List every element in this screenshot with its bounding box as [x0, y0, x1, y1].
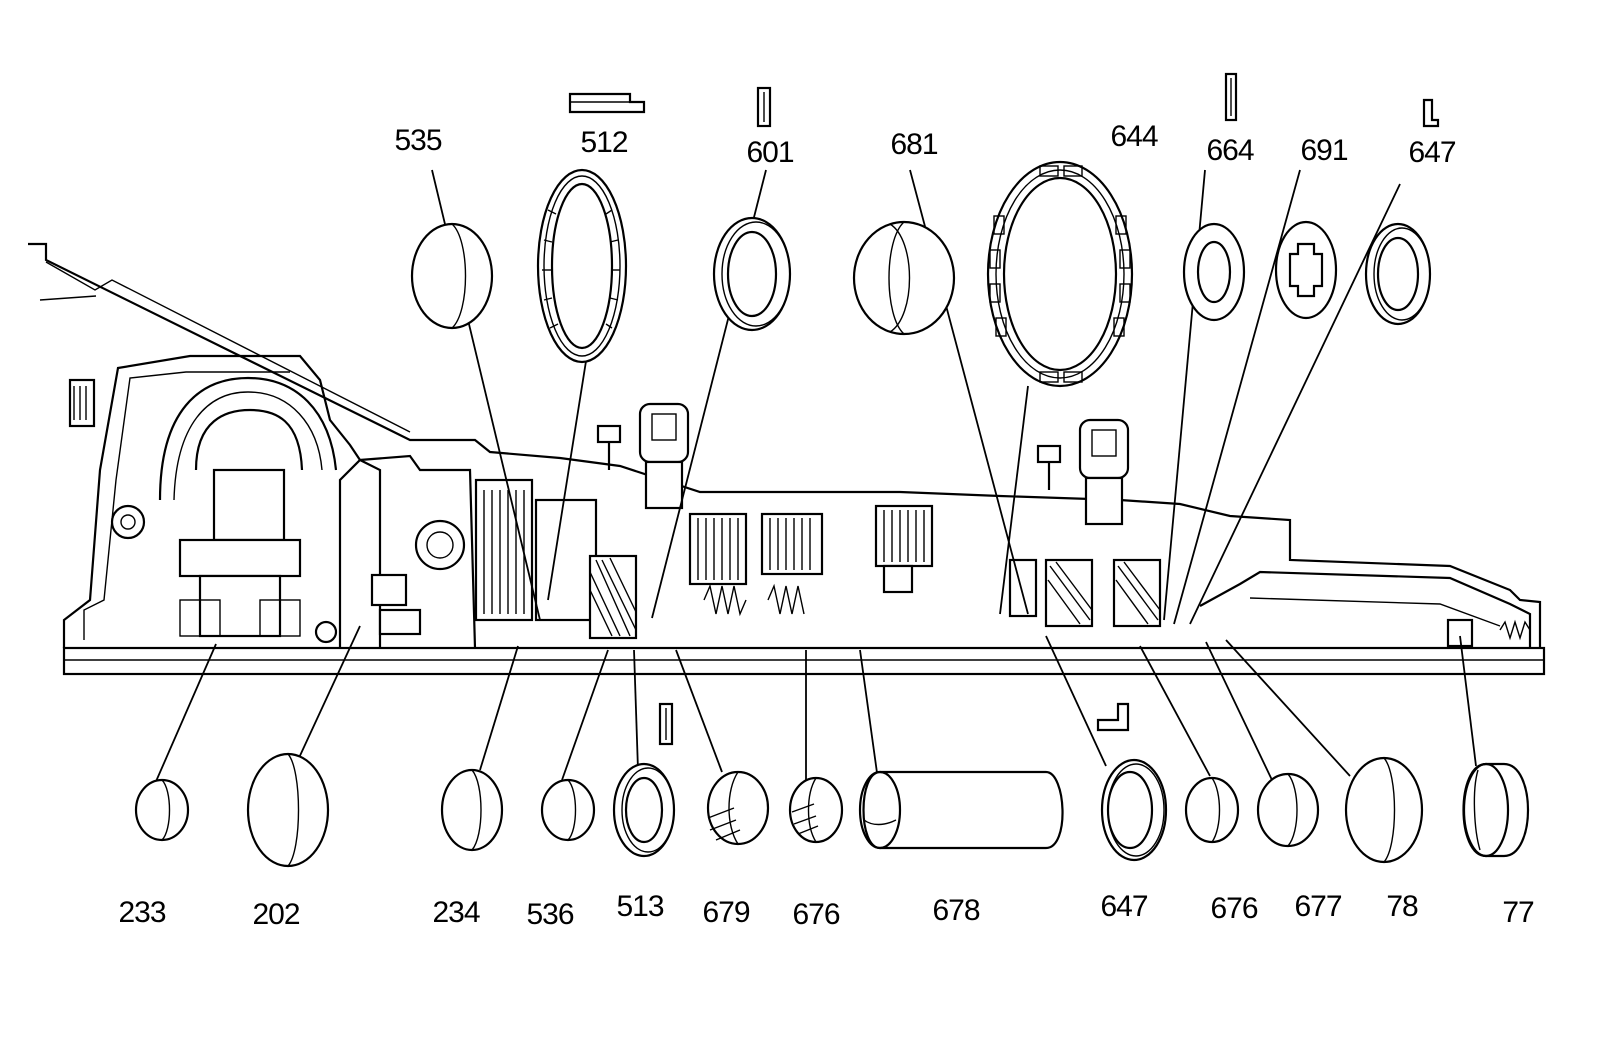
retainer-clip-icon — [658, 702, 674, 746]
bearing-icon — [788, 776, 844, 844]
bushing-icon — [440, 768, 504, 852]
part-label-664: 664 — [1206, 134, 1253, 167]
bushing-icon — [1184, 776, 1240, 844]
part-label-536: 536 — [526, 898, 573, 931]
thrust-washer-icon — [1182, 222, 1246, 322]
bushing-icon — [540, 778, 596, 842]
part-label-647-bottom: 647 — [1100, 890, 1147, 923]
part-label-513: 513 — [616, 890, 663, 923]
retainer-clip-icon — [1224, 72, 1238, 122]
bushing-icon — [410, 222, 494, 330]
part-label-647-top: 647 — [1408, 136, 1455, 169]
part-label-234: 234 — [432, 896, 479, 929]
bushing-icon — [134, 778, 190, 842]
sprag-icon — [536, 168, 628, 364]
part-label-644: 644 — [1110, 120, 1157, 153]
part-label-202: 202 — [252, 898, 299, 931]
bushing-icon — [1462, 762, 1529, 858]
part-label-681: 681 — [890, 128, 937, 161]
part-label-601: 601 — [746, 136, 793, 169]
bearing-icon — [612, 762, 676, 858]
top-callout-labels: 535 512 601 681 644 664 691 647 — [394, 120, 1456, 169]
retainer-clip-icon — [568, 92, 646, 114]
part-label-77: 77 — [1502, 896, 1534, 929]
retainer-clip-icon — [1422, 98, 1440, 128]
bearing-icon — [706, 770, 770, 846]
sprag-icon — [986, 160, 1134, 388]
retainer-clip-icon — [756, 86, 772, 128]
part-label-233: 233 — [118, 896, 165, 929]
part-label-679: 679 — [702, 896, 749, 929]
part-label-676-left: 676 — [792, 898, 839, 931]
bottom-callout-labels: 233 202 234 536 513 679 676 678 647 676 … — [118, 890, 1535, 931]
part-label-512: 512 — [580, 126, 627, 159]
bearing-icon — [1100, 758, 1168, 862]
bushing-icon — [852, 220, 956, 336]
part-label-676-right: 676 — [1210, 892, 1257, 925]
thrust-washer-icon — [1274, 220, 1338, 320]
part-label-691: 691 — [1300, 134, 1347, 167]
retainer-clip-icon — [1096, 702, 1130, 732]
bushing-icon — [1344, 756, 1424, 864]
bushing-icon — [1256, 772, 1320, 848]
part-label-535: 535 — [394, 124, 441, 157]
bushing-icon — [246, 752, 330, 868]
bearing-icon — [1364, 222, 1432, 326]
bearing-icon — [712, 216, 792, 332]
part-label-677: 677 — [1294, 890, 1341, 923]
bushing-icon — [858, 770, 1064, 850]
part-label-678: 678 — [932, 894, 979, 927]
part-label-78: 78 — [1386, 890, 1418, 923]
